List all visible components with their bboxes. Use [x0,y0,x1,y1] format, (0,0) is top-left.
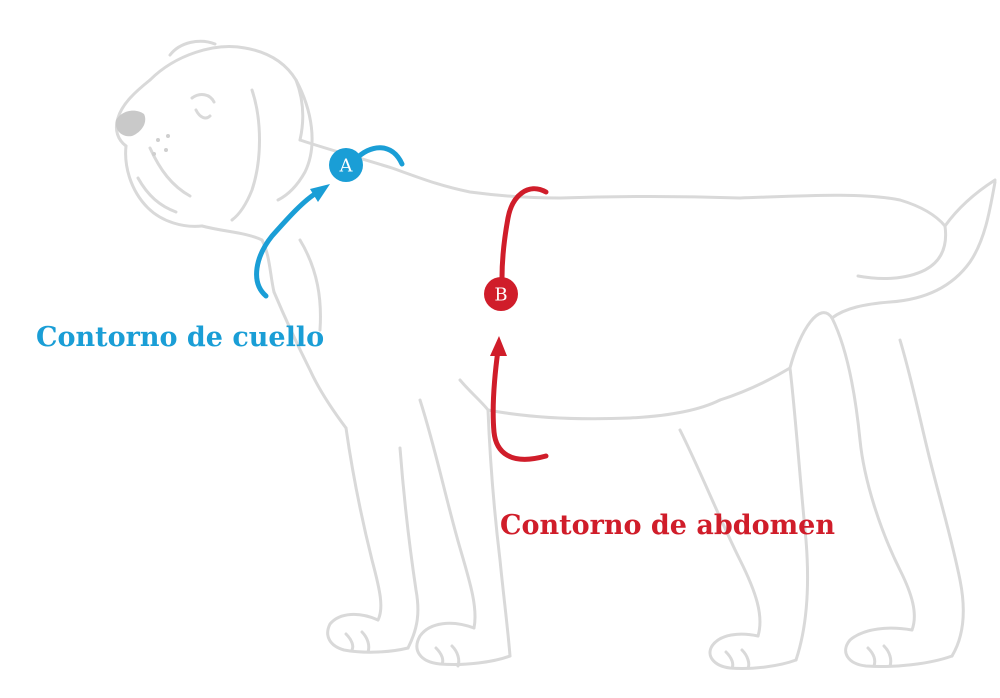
marker-a-badge [329,148,363,182]
dog-nose [115,110,146,137]
neck-measurement-label: Contorno de cuello [36,322,325,353]
dog-outline [114,39,997,670]
abdomen-arrow-head [490,336,507,356]
abdomen-measurement-label: Contorno de abdomen [500,510,835,541]
marker-b-badge [484,277,518,311]
marker-a-letter: A [339,156,354,177]
neck-arrow-head [310,184,330,202]
marker-b-letter: B [494,285,507,306]
abdomen-arrow-line [490,347,549,462]
neck-measurement: A [254,145,405,299]
abdomen-arc-upper [499,186,549,281]
neck-arrow-line [254,189,321,299]
abdomen-measurement: B [484,186,549,462]
